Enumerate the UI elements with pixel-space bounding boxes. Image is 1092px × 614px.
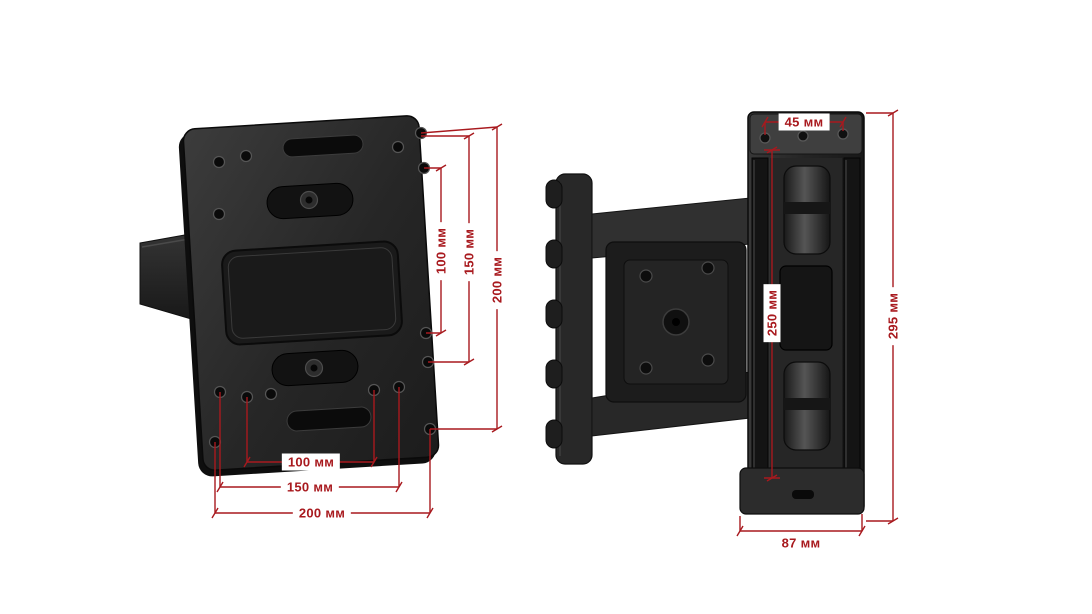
rail-center-block bbox=[779, 265, 833, 351]
arm-screw bbox=[639, 361, 653, 375]
hinge-knuckle bbox=[545, 419, 563, 449]
rail-roller-bottom bbox=[783, 361, 831, 451]
arm-screw bbox=[639, 269, 653, 283]
hinge-knuckle bbox=[545, 239, 563, 269]
vesa-slot-bottom bbox=[286, 406, 372, 432]
dim-label-front-vertical-100: 100 мм bbox=[432, 221, 450, 281]
dim-label-side-top-45: 45 мм bbox=[778, 113, 830, 131]
adjustment-oval-bottom bbox=[271, 349, 359, 387]
hinge-knuckle bbox=[545, 299, 563, 329]
dim-label-side-rail-250: 250 мм bbox=[763, 283, 781, 343]
dim-label-front-horizontal-100: 100 мм bbox=[281, 453, 341, 471]
hinge-knuckle bbox=[545, 359, 563, 389]
vesa-slot-top bbox=[282, 134, 364, 158]
dim-label-front-vertical-200: 200 мм bbox=[488, 250, 506, 310]
rail-bracket bbox=[739, 111, 865, 515]
articulating-arm bbox=[591, 197, 751, 437]
plate-recess bbox=[221, 240, 403, 346]
side-view bbox=[545, 109, 899, 537]
dim-label-front-horizontal-200: 200 мм bbox=[292, 504, 352, 522]
dimension-lines-side bbox=[736, 109, 899, 537]
hinge-bracket bbox=[545, 173, 593, 465]
arm-screw bbox=[701, 353, 715, 367]
arm-screw bbox=[701, 261, 715, 275]
dim-label-front-vertical-150: 150 мм bbox=[460, 222, 478, 282]
rail-foot bbox=[739, 467, 865, 515]
hinge-knuckle bbox=[545, 179, 563, 209]
dim-label-front-horizontal-150: 150 мм bbox=[280, 478, 340, 496]
dim-label-side-overall-295: 295 мм bbox=[884, 286, 902, 346]
front-view bbox=[139, 115, 503, 519]
dimension-lines-front bbox=[211, 123, 503, 519]
dim-label-side-bottom-87: 87 мм bbox=[775, 534, 827, 552]
adjustment-oval-top bbox=[266, 182, 354, 220]
rail-roller-top bbox=[783, 165, 831, 255]
